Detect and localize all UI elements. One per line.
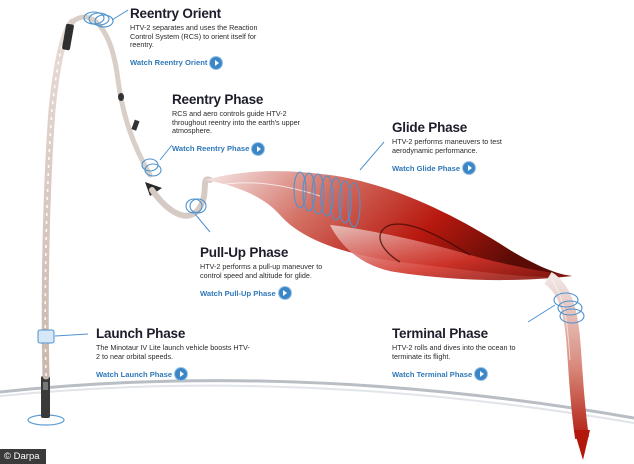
reentry-orient-text: HTV-2 separates and uses the Reaction Co… [130,24,270,50]
play-icon [475,368,487,380]
reentry-orient-callout: Reentry Orient HTV-2 separates and uses … [130,6,270,70]
glide-phase-callout: Glide Phase HTV-2 performs maneuvers to … [392,120,528,176]
launch-marker [38,330,54,343]
pull-up-phase-text: HTV-2 performs a pull-up maneuver to con… [200,263,330,280]
pull-up-phase-callout: Pull-Up Phase HTV-2 performs a pull-up m… [200,245,330,301]
play-icon [463,162,475,174]
watch-launch-phase-label: Watch Launch Phase [96,370,172,379]
reentry-phase-title: Reentry Phase [172,92,308,108]
glide-phase-text: HTV-2 performs maneuvers to test aerodyn… [392,138,528,155]
watch-launch-phase-button[interactable]: Watch Launch Phase [96,368,187,380]
play-icon [175,368,187,380]
reentry-phase-text: RCS and aero controls guide HTV-2 throug… [172,110,308,136]
pull-up-trail [152,179,210,215]
watch-glide-phase-label: Watch Glide Phase [392,164,460,173]
play-icon [210,57,222,69]
earth-surface-line [0,381,634,418]
play-icon [252,143,264,155]
glide-phase-title: Glide Phase [392,120,528,136]
terminal-phase-title: Terminal Phase [392,326,526,342]
ascent-trail [45,22,72,376]
launch-phase-text: The Minotaur IV Lite launch vehicle boos… [96,344,250,361]
launch-phase-callout: Launch Phase The Minotaur IV Lite launch… [96,326,250,382]
image-credit: © Darpa [0,449,46,464]
terminal-phase-callout: Terminal Phase HTV-2 rolls and dives int… [392,326,526,382]
debris-2 [131,120,139,131]
watch-reentry-phase-button[interactable]: Watch Reentry Phase [172,143,264,155]
watch-terminal-phase-button[interactable]: Watch Terminal Phase [392,368,487,380]
terminal-phase-text: HTV-2 rolls and dives into the ocean to … [392,344,526,361]
debris-1 [118,93,124,101]
watch-reentry-orient-button[interactable]: Watch Reentry Orient [130,57,222,69]
watch-pull-up-phase-button[interactable]: Watch Pull-Up Phase [200,287,291,299]
watch-terminal-phase-label: Watch Terminal Phase [392,370,472,379]
watch-pull-up-phase-label: Watch Pull-Up Phase [200,289,276,298]
watch-reentry-orient-label: Watch Reentry Orient [130,58,207,67]
htv2-dive-vehicle [574,430,590,460]
watch-glide-phase-button[interactable]: Watch Glide Phase [392,162,475,174]
watch-reentry-phase-label: Watch Reentry Phase [172,144,249,153]
play-icon [279,287,291,299]
launch-phase-title: Launch Phase [96,326,250,342]
reentry-phase-callout: Reentry Phase RCS and aero controls guid… [172,92,308,156]
pull-up-phase-title: Pull-Up Phase [200,245,330,261]
reentry-orient-title: Reentry Orient [130,6,270,22]
